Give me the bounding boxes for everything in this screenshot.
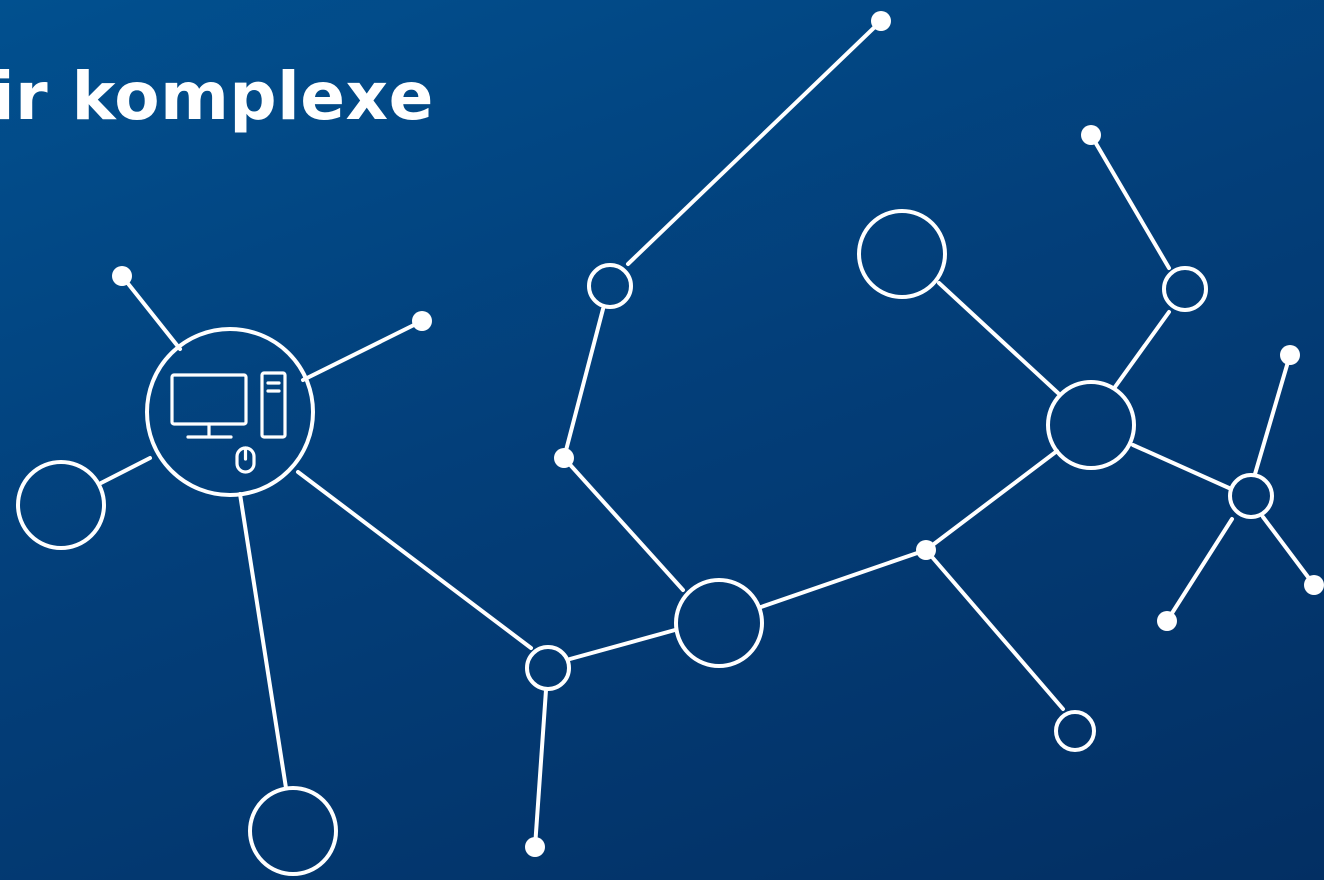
edge [296,470,533,650]
network-node-dot [554,448,574,468]
edge [1113,310,1171,389]
network-dots [112,11,1324,857]
network-node-ring [1162,266,1208,312]
computer-desktop-icon [170,371,287,474]
network-node-dot [916,540,936,560]
edge [626,19,883,266]
computer-node-ring [145,327,315,497]
edge [533,688,548,849]
edge [120,274,182,351]
edge [562,456,685,592]
network-node-dot [1280,345,1300,365]
edge [1253,353,1292,476]
network-node-ring [674,578,764,668]
edge [301,319,424,382]
network-node-ring [16,460,106,550]
edge [937,281,1060,395]
network-rings [16,209,1274,876]
network-edges [99,19,1316,849]
edge [238,492,288,790]
network-node-ring [587,263,633,309]
edge [759,548,928,609]
computer-node [145,327,315,497]
edge [924,548,1065,711]
network-node-ring [248,786,338,876]
edge [1089,133,1171,270]
network-node-dot [871,11,891,31]
network-node-dot [112,266,132,286]
edge [1165,517,1234,623]
network-node-dot [1304,575,1324,595]
edge [562,307,605,460]
hero-headline: ir komplexe [0,58,434,135]
network-node-dot [1081,125,1101,145]
network-node-ring [857,209,947,299]
edge [99,456,152,485]
network-node-ring [525,645,571,691]
edge [924,449,1059,552]
network-node-ring [1054,710,1096,752]
network-node-dot [412,311,432,331]
edge [1131,443,1231,490]
network-node-ring [1046,380,1136,470]
edge [1261,515,1316,587]
network-node-ring [1228,473,1274,519]
edge [568,628,677,661]
network-node-dot [525,837,545,857]
network-node-dot [1157,611,1177,631]
